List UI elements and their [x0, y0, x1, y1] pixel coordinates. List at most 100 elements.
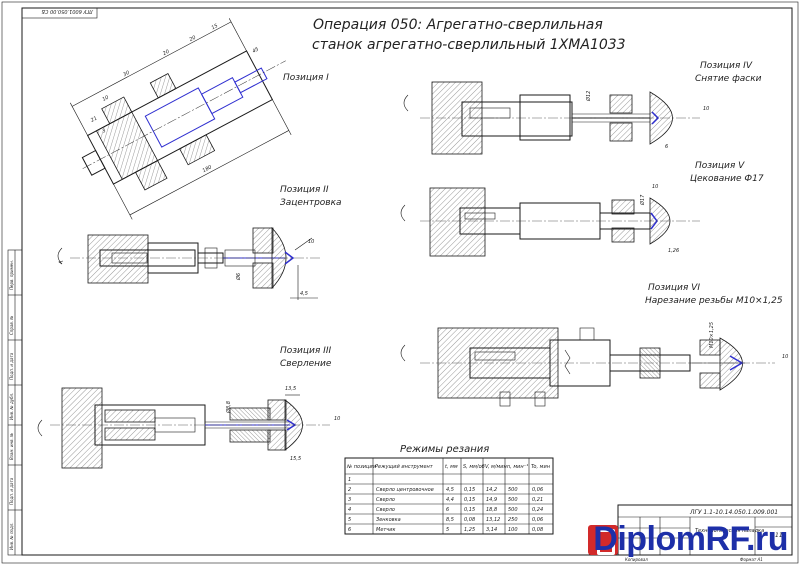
dim-label: Ø6: [235, 273, 242, 281]
side-label: Взам. инв. №: [9, 433, 14, 460]
dim-label: М10×1,25: [709, 322, 715, 348]
dim-label: Ø12: [585, 91, 592, 102]
table-cell: Сверло: [376, 497, 395, 503]
table-header-cell: n, мин⁻¹: [507, 464, 528, 470]
dim-label: 45: [251, 47, 259, 55]
top-stamp-text: ЛГУ 6001.050.00 СБ: [41, 8, 94, 14]
table-cell: 100: [508, 527, 518, 533]
table-header-cell: To, мин: [531, 464, 551, 470]
table-cell: 0,08: [532, 527, 543, 533]
position-1-drawing: 180 30 20 20 15 10 21 3 45: [69, 18, 292, 220]
table-cell: 5: [348, 517, 351, 523]
position-6-drawing: М10×1,25 10: [400, 322, 788, 407]
dim-label: 1,26: [668, 248, 679, 254]
left-margin-strip: Перв. примен. Справ. № Подп. и дата Инв.…: [7, 249, 23, 556]
position-1-label: Позиция I: [283, 73, 329, 83]
table-cell: 18,8: [486, 507, 497, 513]
position-4-label: Позиция IV: [700, 61, 753, 71]
table-cell: 3: [348, 497, 351, 503]
table-cell: Сверло: [376, 507, 395, 513]
table-cell: 0,08: [464, 517, 475, 523]
table-cell: 0,15: [464, 487, 475, 493]
dim-label: 4,5: [300, 291, 308, 297]
dim-label: 15,5: [290, 456, 301, 462]
dim-label: 6: [665, 144, 668, 150]
side-label: Справ. №: [9, 316, 14, 335]
dim-label: 21: [90, 115, 98, 123]
table-header-cell: t, мм: [445, 464, 458, 470]
dim-label: 10: [652, 184, 658, 190]
position-3-operation: Сверление: [280, 359, 332, 369]
table-cell: 500: [508, 507, 518, 513]
side-label: Подп. и дата: [9, 477, 14, 505]
table-cell: Сверло центровочное: [376, 487, 434, 493]
dim-label: 10: [703, 106, 709, 112]
title-block: ЛГУ 1.1-10.14.050.1.009.001 Технологичес…: [617, 504, 793, 562]
side-label: Инв. № подл.: [9, 522, 14, 550]
position-6-operation: Нарезание резьбы М10×1,25: [645, 296, 783, 306]
watermark-logo-icon: [588, 525, 618, 555]
dim-label: 10: [308, 239, 314, 245]
position-5-label: Позиция V: [695, 161, 745, 171]
dim-label: 30: [122, 70, 130, 78]
table-cell: 4,4: [446, 497, 454, 503]
position-5-drawing: Ø17 1,26 10: [400, 184, 700, 257]
table-cell: 13,12: [486, 517, 500, 523]
table-header-cell: V, м/мин: [485, 464, 508, 470]
table-cell: 500: [508, 497, 518, 503]
dim-label: Ø17: [639, 194, 646, 206]
table-cell: 4: [348, 507, 351, 513]
position-4-operation: Снятие фаски: [695, 74, 762, 84]
table-cell: Метчик: [376, 527, 396, 533]
footer-left: Копировал: [625, 557, 648, 562]
position-2-drawing: 4,5 Ø6 10: [57, 226, 320, 300]
dim-label: 20: [162, 49, 170, 57]
table-cell: 0,15: [464, 507, 475, 513]
table-cell: 1,25: [464, 527, 475, 533]
table-cell: 500: [508, 487, 518, 493]
table-cell: 6: [348, 527, 351, 533]
dim-label: 3: [101, 128, 107, 135]
side-label: Инв. № дубл.: [9, 393, 14, 420]
table-cell: 0,06: [532, 517, 543, 523]
operation-title: Операция 050: Агрегатно-сверлильная: [313, 17, 603, 33]
dim-label: 20: [189, 35, 197, 43]
sheet-number: 11: [775, 532, 783, 539]
table-cell: 2: [348, 487, 351, 493]
side-label: Подп. и дата: [9, 352, 14, 380]
position-3-label: Позиция III: [280, 346, 331, 356]
dim-label: 10: [334, 416, 340, 422]
table-cell: 3,14: [486, 527, 497, 533]
position-2-label: Позиция II: [280, 185, 329, 195]
table-cell: 0,24: [532, 507, 543, 513]
table-cell: 0,21: [532, 497, 543, 503]
table-cell: 250: [508, 517, 518, 523]
table-cell: 1: [348, 477, 351, 483]
table-header-cell: S, мм/об: [463, 464, 485, 470]
table-cell: 0,06: [532, 487, 543, 493]
table-cell: 14,9: [486, 497, 497, 503]
side-label: Перв. примен.: [9, 260, 14, 290]
dim-label: Ø8,8: [225, 401, 232, 414]
table-cell: 6: [446, 507, 449, 513]
position-4-drawing: Ø12 6 10: [403, 81, 709, 155]
table-cell: 5: [446, 527, 449, 533]
table-header-cell: № позиции: [346, 464, 377, 470]
dim-label: 180: [202, 164, 213, 174]
drawing-name: Технологическая наладка: [695, 528, 764, 534]
table-cell: Зенковка: [376, 517, 401, 523]
table-cell: 4,5: [446, 487, 454, 493]
position-3-drawing: 13,5 15,5 Ø8,8 10: [37, 386, 340, 469]
footer-right: Формат А1: [740, 557, 763, 562]
table-header-cell: Режущий инструмент: [375, 464, 434, 470]
drawing-code: ЛГУ 1.1-10.14.050.1.009.001: [689, 509, 778, 516]
machine-title: станок агрегатно-сверлильный 1ХМА1033: [312, 37, 626, 53]
dim-label: 10: [782, 354, 788, 360]
position-2-operation: Зацентровка: [280, 198, 342, 208]
table-cell: 8,5: [446, 517, 454, 523]
table-cell: 0,15: [464, 497, 475, 503]
position-6-label: Позиция VI: [648, 283, 700, 293]
